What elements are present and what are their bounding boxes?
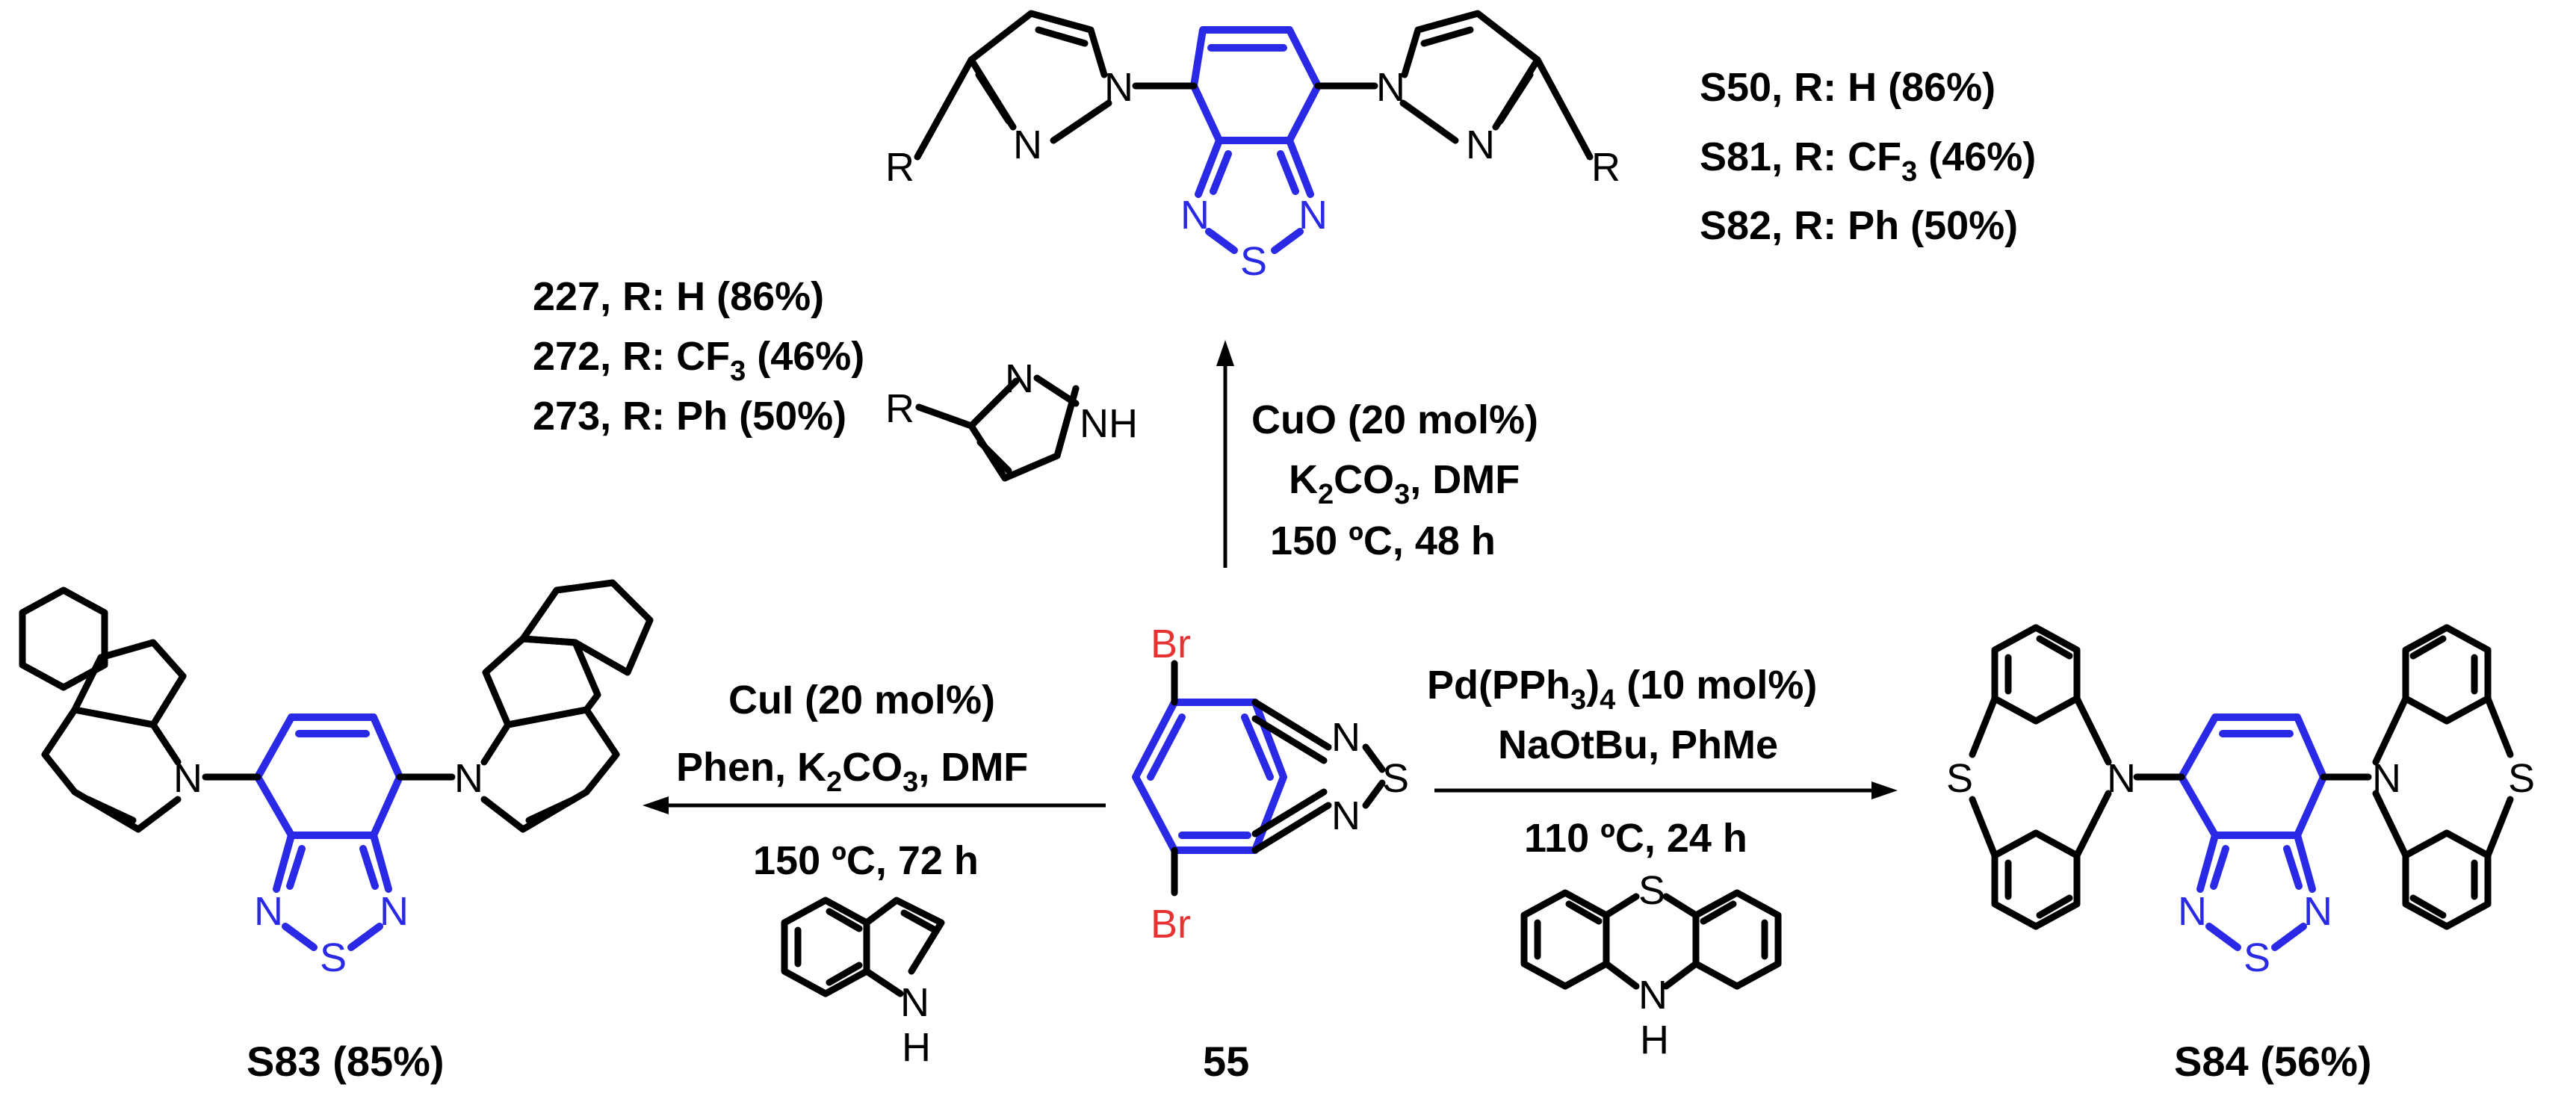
top-left-pyrazole-n2: N <box>1013 123 1042 167</box>
conditions-right: Pd(PPh3)4 (10 mol%) NaOtBu, PhMe 110 ºC,… <box>1427 663 1817 861</box>
top-right-pyrazole-n2: N <box>1466 123 1495 167</box>
cond-right-line-2: NaOtBu, PhMe <box>1498 722 1778 767</box>
cond-left-line-1: CuI (20 mol%) <box>728 678 995 722</box>
top-core-s: S <box>1240 239 1267 284</box>
reagent-pyrazole-nh: NH <box>1080 401 1138 446</box>
arrow-left <box>643 796 1106 814</box>
cond-up-line-2: K2CO3, DMF <box>1289 457 1520 510</box>
top-product-yields: S50, R: H (86%) S81, R: CF3 (46%) S82, R… <box>1700 65 2036 248</box>
indole-reagent-n: N <box>900 980 929 1025</box>
reagent-r: R <box>885 386 914 431</box>
cond-left-line-2: Phen, K2CO3, DMF <box>676 745 1028 798</box>
sm-br-top: Br <box>1151 622 1191 666</box>
conditions-up: CuO (20 mol%) K2CO3, DMF 150 ºC, 48 h <box>1251 397 1538 563</box>
cond-up-line-3: 150 ºC, 48 h <box>1270 518 1496 563</box>
top-core-n-left: N <box>1180 193 1210 238</box>
cond-up-line-1: CuO (20 mol%) <box>1251 397 1538 442</box>
sm-br-bottom: Br <box>1151 902 1191 947</box>
sm-n-top: N <box>1331 715 1360 760</box>
top-product-structure: N N S N N R N N R <box>885 10 1620 284</box>
reagent-line-273: 273, R: Ph (50%) <box>533 394 846 439</box>
phenothiazine-reagent-n: N <box>1638 973 1668 1018</box>
s84-ptz-s-left: S <box>1946 756 1973 801</box>
cond-right-line-3: 110 ºC, 24 h <box>1524 816 1747 861</box>
phenothiazine-reagent-s: S <box>1638 868 1665 913</box>
s84-label: S84 (56%) <box>2174 1038 2372 1085</box>
s84-core-n-right: N <box>2303 889 2332 934</box>
right-product-structure: N N S N N S S <box>1946 624 2535 980</box>
phenothiazine-reagent-h: H <box>1640 1018 1669 1062</box>
s83-core-s: S <box>320 935 347 980</box>
compound-55-label: 55 <box>1203 1038 1249 1085</box>
s84-core-s: S <box>2244 935 2270 980</box>
s83-core-n-left: N <box>254 889 283 934</box>
sm-n-bottom: N <box>1331 793 1360 838</box>
reagent-line-272: 272, R: CF3 (46%) <box>533 334 864 387</box>
conditions-left: CuI (20 mol%) Phen, K2CO3, DMF 150 ºC, 7… <box>676 678 1028 883</box>
s83-indole-n-right: N <box>454 756 483 801</box>
phenothiazine-reagent-structure: S N H <box>1520 868 1782 1062</box>
pyrazole-reagent-yields: 227, R: H (86%) 272, R: CF3 (46%) 273, R… <box>533 274 864 439</box>
s83-core-n-right: N <box>380 889 409 934</box>
indole-reagent-h: H <box>902 1025 931 1070</box>
starting-material-structure: Br Br N N S <box>1132 622 1409 947</box>
sm-s: S <box>1382 756 1409 801</box>
top-left-r: R <box>885 145 914 190</box>
yield-line-s50: S50, R: H (86%) <box>1700 65 1996 110</box>
yield-line-s82: S82, R: Ph (50%) <box>1700 203 2018 248</box>
top-core-n-right: N <box>1298 193 1328 238</box>
left-product-structure: N N S N N <box>19 579 654 980</box>
yield-line-s81: S81, R: CF3 (46%) <box>1700 134 2036 188</box>
arrow-right <box>1434 781 1898 799</box>
top-right-r: R <box>1591 145 1620 190</box>
s84-core-n-left: N <box>2178 889 2207 934</box>
pyrazole-reagent-structure: N NH R <box>885 356 1138 482</box>
indole-reagent-structure: N H <box>781 897 945 1070</box>
cond-left-line-3: 150 ºC, 72 h <box>753 838 979 883</box>
s84-ptz-s-right: S <box>2508 756 2535 801</box>
cond-right-line-1: Pd(PPh3)4 (10 mol%) <box>1427 663 1817 716</box>
reagent-line-227: 227, R: H (86%) <box>533 274 824 319</box>
s83-label: S83 (85%) <box>247 1038 445 1085</box>
reagent-pyrazole-n: N <box>1005 356 1034 401</box>
arrow-up <box>1216 340 1234 568</box>
